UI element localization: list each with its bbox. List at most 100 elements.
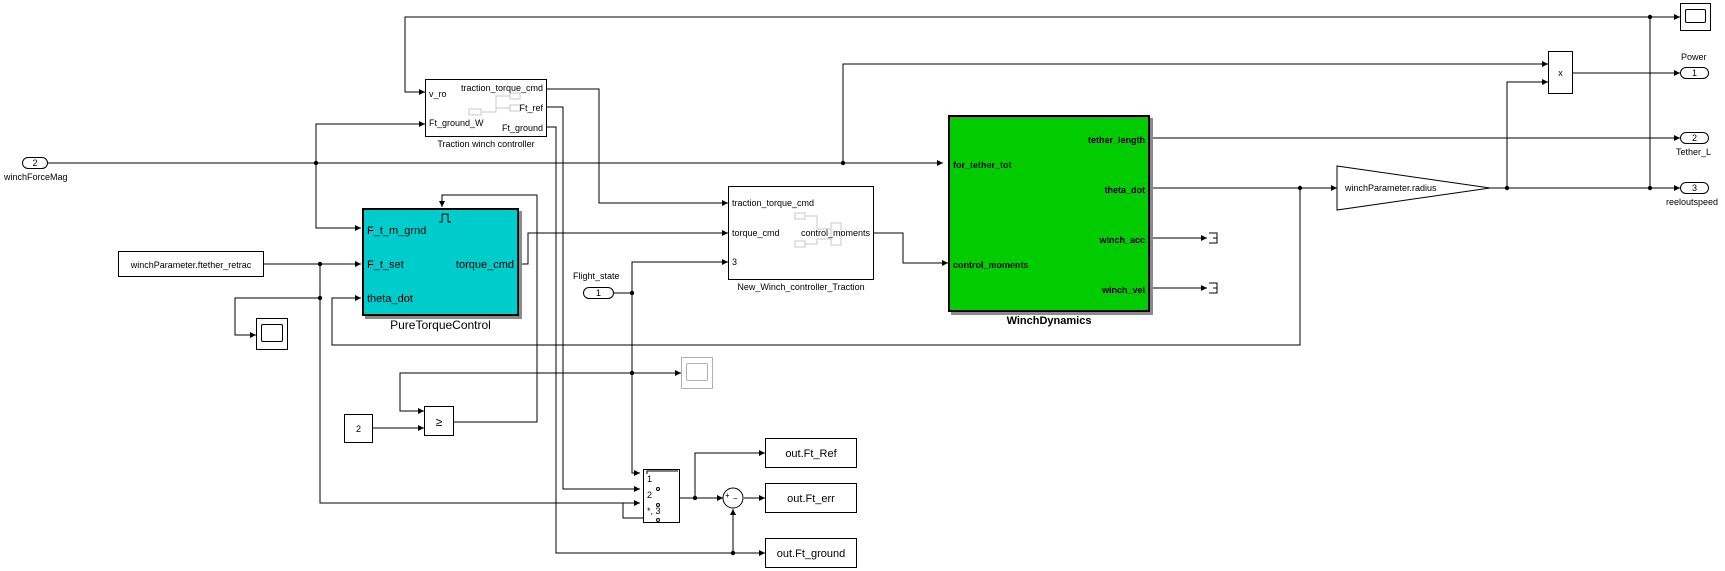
port-ft-ground: Ft_ground	[501, 123, 543, 133]
product-operator: x	[1558, 68, 1563, 78]
subsystem-preview-icon	[794, 212, 842, 248]
port-winch-vel: winch_vel	[1101, 285, 1145, 295]
outport-reeloutspeed[interactable]: 3	[1680, 182, 1709, 194]
terminator-winch-vel	[1209, 282, 1218, 294]
port-number: 1	[595, 288, 601, 298]
traction-winch-controller-label: Traction winch controller	[437, 139, 535, 149]
product-block[interactable]: x	[1548, 51, 1573, 94]
line-switch-to-ftref-ws[interactable]	[694, 450, 765, 498]
line-force-to-puretorque[interactable]	[315, 163, 361, 231]
to-workspace-ft-err-label: out.Ft_err	[787, 493, 835, 505]
port-control-moments: control_moments	[953, 260, 1029, 270]
port-traction-torque-cmd-in: traction_torque_cmd	[732, 198, 815, 208]
port-torque-cmd-in: torque_cmd	[732, 228, 780, 238]
scope-icon	[1685, 9, 1706, 23]
line-ftether-to-scope[interactable]	[234, 264, 321, 338]
line-ftref-to-switch[interactable]	[547, 106, 640, 492]
scope-reelout[interactable]	[1680, 3, 1711, 31]
compare-block[interactable]: ≥	[424, 406, 454, 436]
inport-flightstate-label: Flight_state	[573, 271, 620, 281]
outport-reeloutspeed-label: reeloutspeed	[1666, 197, 1719, 207]
port-in3: 3	[732, 257, 738, 267]
line-ftground-to-workspace[interactable]	[547, 126, 765, 556]
switch-port-3: *, 3	[647, 506, 661, 516]
scope-flightstate[interactable]	[681, 357, 713, 389]
outport-power[interactable]: 1	[1680, 67, 1709, 79]
line-ftether-to-switch[interactable]	[319, 264, 640, 506]
port-theta-dot-out: theta_dot	[1104, 185, 1146, 195]
port-theta-dot: theta_dot	[367, 293, 413, 305]
terminator-winch-acc	[1209, 232, 1218, 244]
branch-dot	[629, 290, 635, 296]
line-gain-to-product[interactable]	[1506, 79, 1548, 188]
port-tether-length: tether_length	[1087, 135, 1145, 145]
pure-torque-control-block[interactable]: F_t_m_grnd F_t_set theta_dot torque_cmd	[362, 208, 519, 316]
to-workspace-ft-ground-label: out.Ft_ground	[776, 548, 846, 560]
switch-icon	[646, 470, 678, 522]
line-torquecmd-to-newwinch[interactable]	[521, 230, 728, 265]
scope-icon	[686, 363, 708, 381]
line-flightstate-to-compare[interactable]	[399, 372, 632, 414]
to-workspace-ft-ground[interactable]: out.Ft_ground	[765, 538, 857, 568]
traction-winch-controller-block[interactable]: v_ro Ft_ground_W traction_torque_cmd Ft_…	[425, 79, 547, 137]
port-v-ro: v_ro	[429, 89, 447, 99]
line-thetadot-feedback[interactable]	[331, 188, 1301, 346]
port-winch-acc: winch_acc	[1099, 235, 1145, 245]
branch-dot	[1297, 185, 1303, 191]
scope-ftether[interactable]	[256, 318, 288, 350]
inport-winchforcemag-label: winchForceMag	[4, 172, 68, 182]
port-number: 3	[1691, 183, 1697, 193]
to-workspace-ft-err[interactable]: out.Ft_err	[765, 483, 857, 513]
sum-minus-sign: −	[733, 494, 738, 503]
port-ft-ref: Ft_ref	[519, 103, 543, 113]
outport-tether-l-label: Tether_L	[1676, 147, 1712, 157]
branch-dot	[317, 261, 323, 267]
gain-block[interactable]	[1336, 165, 1491, 211]
multiport-switch-block[interactable]: 1 2 *, 3	[643, 469, 680, 523]
inport-flightstate[interactable]: 1	[583, 287, 614, 299]
compare-operator: ≥	[435, 415, 443, 429]
pure-torque-control-label: PureTorqueControl	[390, 318, 491, 332]
sum-block[interactable]	[722, 487, 744, 509]
line-force-to-traction[interactable]	[315, 121, 425, 163]
line-reelout-to-traction[interactable]	[404, 16, 1651, 188]
to-workspace-ft-ref-label: out.Ft_Ref	[785, 448, 837, 460]
branch-dot	[730, 550, 736, 556]
port-for-tether-tot: for_tether_tot	[953, 160, 1012, 170]
outport-power-label: Power	[1681, 52, 1707, 62]
branch-dot	[1647, 14, 1653, 20]
port-f-t-m-grnd: F_t_m_grnd	[367, 225, 427, 237]
port-number: 2	[32, 158, 38, 168]
line-compare-to-enable[interactable]	[439, 194, 538, 423]
port-control-moments-out: control_moments	[800, 228, 870, 238]
branch-dot	[1504, 185, 1510, 191]
port-ft-ground-w: Ft_ground_W	[429, 118, 484, 128]
inport-winchforcemag[interactable]: 2	[22, 157, 48, 169]
line-flightstate-to-newwinch[interactable]	[631, 259, 728, 293]
port-f-t-set: F_t_set	[367, 259, 404, 271]
switch-port-2: 2	[647, 490, 653, 500]
line-flightstate-to-switch[interactable]	[631, 293, 640, 476]
new-winch-controller-label: New_Winch_controller_Traction	[737, 282, 865, 292]
branch-dot	[840, 160, 846, 166]
outport-tether-l[interactable]: 2	[1680, 132, 1709, 144]
port-traction-torque-cmd: traction_torque_cmd	[460, 83, 543, 93]
line-controlmoments[interactable]	[874, 232, 948, 266]
line-traction-torque[interactable]	[547, 88, 728, 206]
line-switch-criteria[interactable]	[622, 503, 643, 519]
port-number: 1	[1691, 68, 1697, 78]
branch-dot	[1647, 185, 1653, 191]
branch-dot	[692, 495, 698, 501]
subsystem-preview-icon	[468, 92, 521, 116]
constant-two-value: 2	[355, 424, 361, 434]
port-number: 2	[1691, 133, 1697, 143]
constant-two-block[interactable]: 2	[344, 414, 373, 443]
winch-dynamics-block[interactable]: for_tether_tot control_moments tether_le…	[948, 115, 1150, 312]
branch-dot	[313, 160, 319, 166]
to-workspace-ft-ref[interactable]: out.Ft_Ref	[765, 438, 857, 468]
sum-plus-sign: +	[725, 491, 730, 500]
new-winch-controller-block[interactable]: traction_torque_cmd torque_cmd 3 control…	[728, 186, 874, 280]
line-force-to-product[interactable]	[842, 61, 1548, 163]
constant-ftether-block[interactable]: winchParameter.ftether_retrac	[118, 251, 264, 277]
